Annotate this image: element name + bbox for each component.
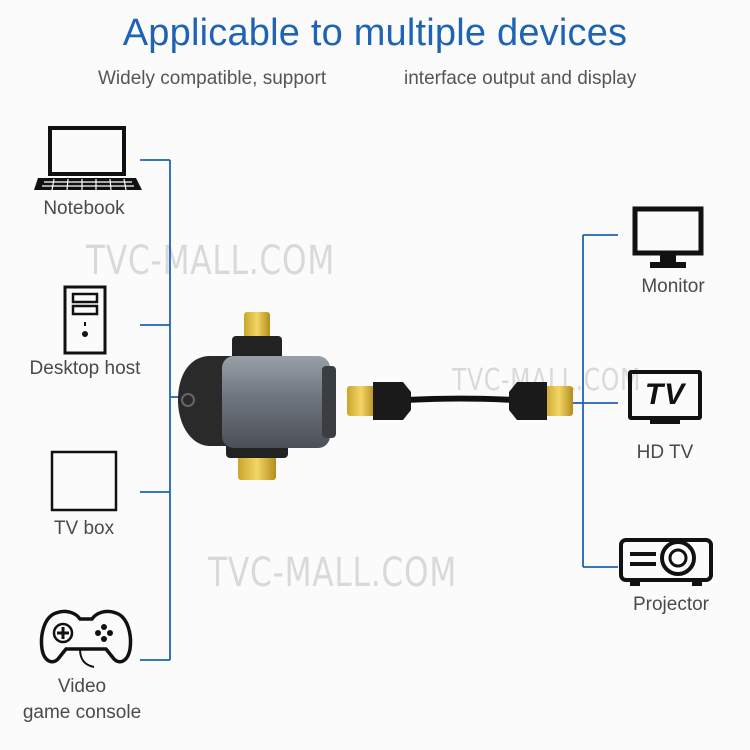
device-label-hd-tv: HD TV [636,442,694,463]
laptop-icon [34,126,142,191]
device-label-notebook: Notebook [43,198,125,219]
subtitle-right: interface output and display [404,68,637,89]
device-label-projector: Projector [632,594,710,615]
device-label-game-console: Video game console [10,674,154,726]
tv-icon-text: TV [644,378,686,411]
device-label-game-console-line1: Video [57,676,107,697]
watermark: TVC-MALL.COM [208,550,458,596]
watermark: TVC-MALL.COM [86,238,336,284]
subtitle-left: Widely compatible, support [98,68,327,89]
device-label-game-console-line2: game console [22,702,142,723]
device-label-tv-box: TV box [53,518,115,539]
device-label-monitor: Monitor [641,276,705,297]
hdmi-cable-image [347,382,573,420]
desktop-tower-icon [63,285,107,355]
device-label-desktop-host: Desktop host [29,358,141,379]
tv-icon: TV [628,370,702,420]
tv-box-icon [50,450,118,512]
projector-icon [619,538,713,586]
monitor-icon [632,206,704,268]
gamepad-icon [39,609,133,668]
page-title: Applicable to multiple devices [122,12,628,54]
tv-stand [650,420,680,424]
adapter-image [178,312,336,480]
